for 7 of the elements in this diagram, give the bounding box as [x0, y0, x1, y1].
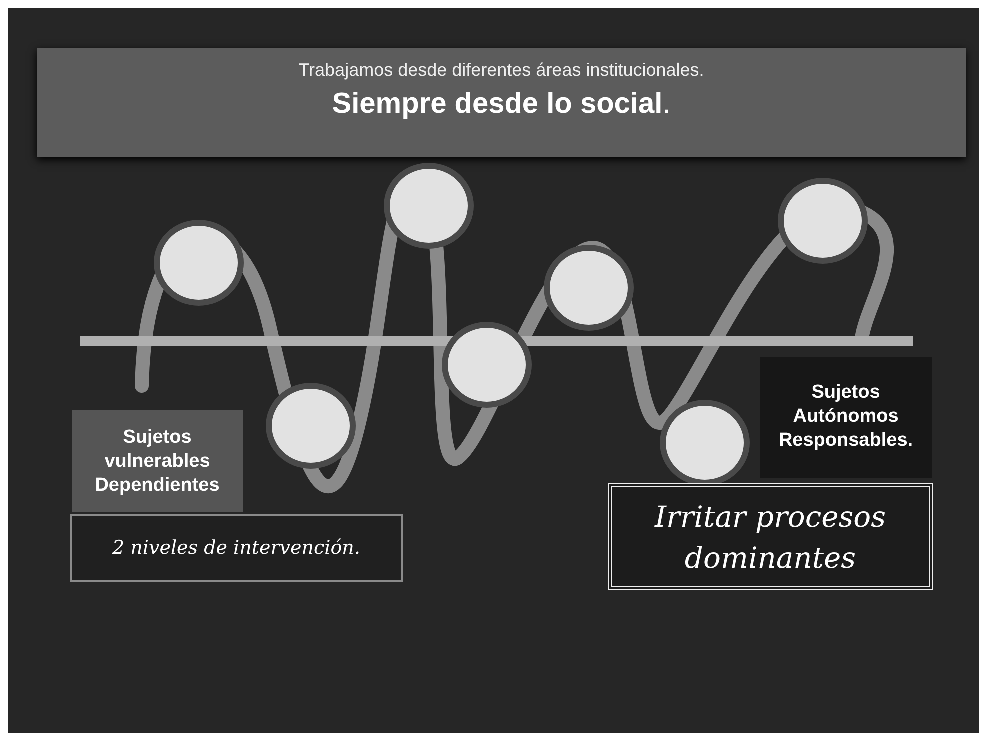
- subtitle-text: Trabajamos desde diferentes áreas institucionales.: [298, 60, 704, 81]
- heading-text: Siempre desde lo social.: [332, 88, 671, 121]
- note-panel: Irritar procesos dominantes: [608, 483, 933, 590]
- caption-panel: Sujetos Autónomos Responsables.: [760, 357, 932, 478]
- note-panel: 2 niveles de intervención.: [70, 514, 403, 582]
- title-banner: [37, 48, 966, 157]
- caption-panel: Sujetos vulnerables Dependientes: [72, 410, 243, 512]
